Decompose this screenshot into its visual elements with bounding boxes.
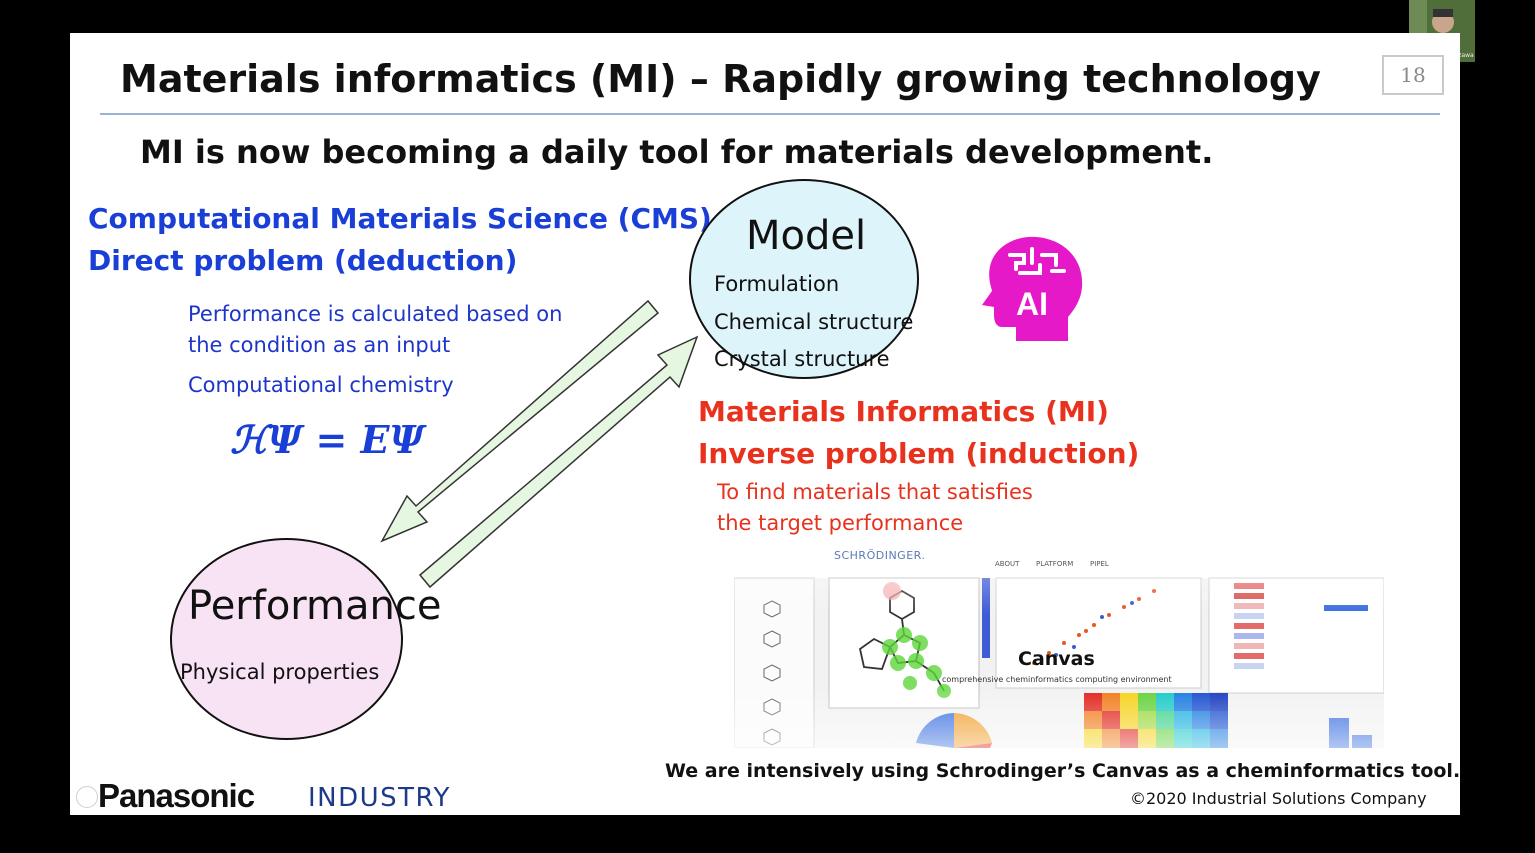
cms-heading: Computational Materials Science (CMS) Di… <box>88 198 712 282</box>
ai-brain-head-icon: AI <box>982 236 1083 341</box>
ai-icon-label: AI <box>1016 286 1048 322</box>
presentation-slide: Materials informatics (MI) – Rapidly gro… <box>70 33 1460 815</box>
cms-desc-line1: Performance is calculated based on <box>188 302 563 326</box>
performance-subtitle: Physical properties <box>180 660 380 684</box>
canvas-tagline: comprehensive cheminformatics computing … <box>942 675 1172 684</box>
canvas-product-name: Canvas <box>1018 648 1095 670</box>
model-circle <box>689 179 919 379</box>
slide-title: Materials informatics (MI) – Rapidly gro… <box>120 57 1321 101</box>
nav-pipeline: PIPEL <box>1090 560 1109 568</box>
screenshot-fade-overlay <box>734 543 1384 748</box>
arrow-down-left <box>380 299 660 543</box>
panasonic-logo: Panasonic <box>98 777 255 814</box>
cms-description: Performance is calculated based on the c… <box>188 299 562 361</box>
model-items: Formulation Chemical structure Crystal s… <box>714 266 913 379</box>
mi-heading-line1: Materials Informatics (MI) <box>698 395 1109 428</box>
arrow-up-right <box>418 335 699 589</box>
mi-desc-line2: the target performance <box>717 511 964 535</box>
mi-heading: Materials Informatics (MI) Inverse probl… <box>698 391 1139 475</box>
model-item-chemical-structure: Chemical structure <box>714 309 914 334</box>
page-number: 18 <box>1400 63 1426 87</box>
cms-desc-line2: the condition as an input <box>188 333 451 357</box>
cms-heading-line2: Direct problem (deduction) <box>88 244 518 277</box>
mi-description: To find materials that satisfies the tar… <box>717 477 1033 539</box>
mi-desc-line1: To find materials that satisfies <box>717 480 1033 504</box>
cms-heading-line1: Computational Materials Science (CMS) <box>88 202 712 235</box>
schrodinger-logo: SCHRÖDINGER. <box>834 549 926 562</box>
model-title: Model <box>746 213 867 259</box>
double-arrow-diagram <box>380 299 699 589</box>
slide-prev-button[interactable] <box>76 786 98 808</box>
model-item-formulation: Formulation <box>714 272 840 296</box>
mi-heading-line2: Inverse problem (induction) <box>698 437 1140 470</box>
canvas-caption: We are intensively using Schrodinger’s C… <box>665 760 1460 782</box>
slide-subtitle: MI is now becoming a daily tool for mate… <box>140 133 1214 171</box>
performance-title: Performance <box>188 583 442 629</box>
nav-about: ABOUT <box>995 560 1020 568</box>
performance-circle <box>170 538 403 740</box>
nav-platform: PLATFORM <box>1036 560 1074 568</box>
cms-desc-line3: Computational chemistry <box>188 373 454 397</box>
industry-label: INDUSTRY <box>308 783 451 813</box>
title-divider <box>100 113 1440 115</box>
page-number-box: 18 <box>1382 55 1444 95</box>
schrodinger-equation: ℋΨ = EΨ <box>230 417 425 462</box>
model-item-crystal-structure: Crystal structure <box>714 347 890 371</box>
copyright-text: ©2020 Industrial Solutions Company <box>1130 789 1427 808</box>
